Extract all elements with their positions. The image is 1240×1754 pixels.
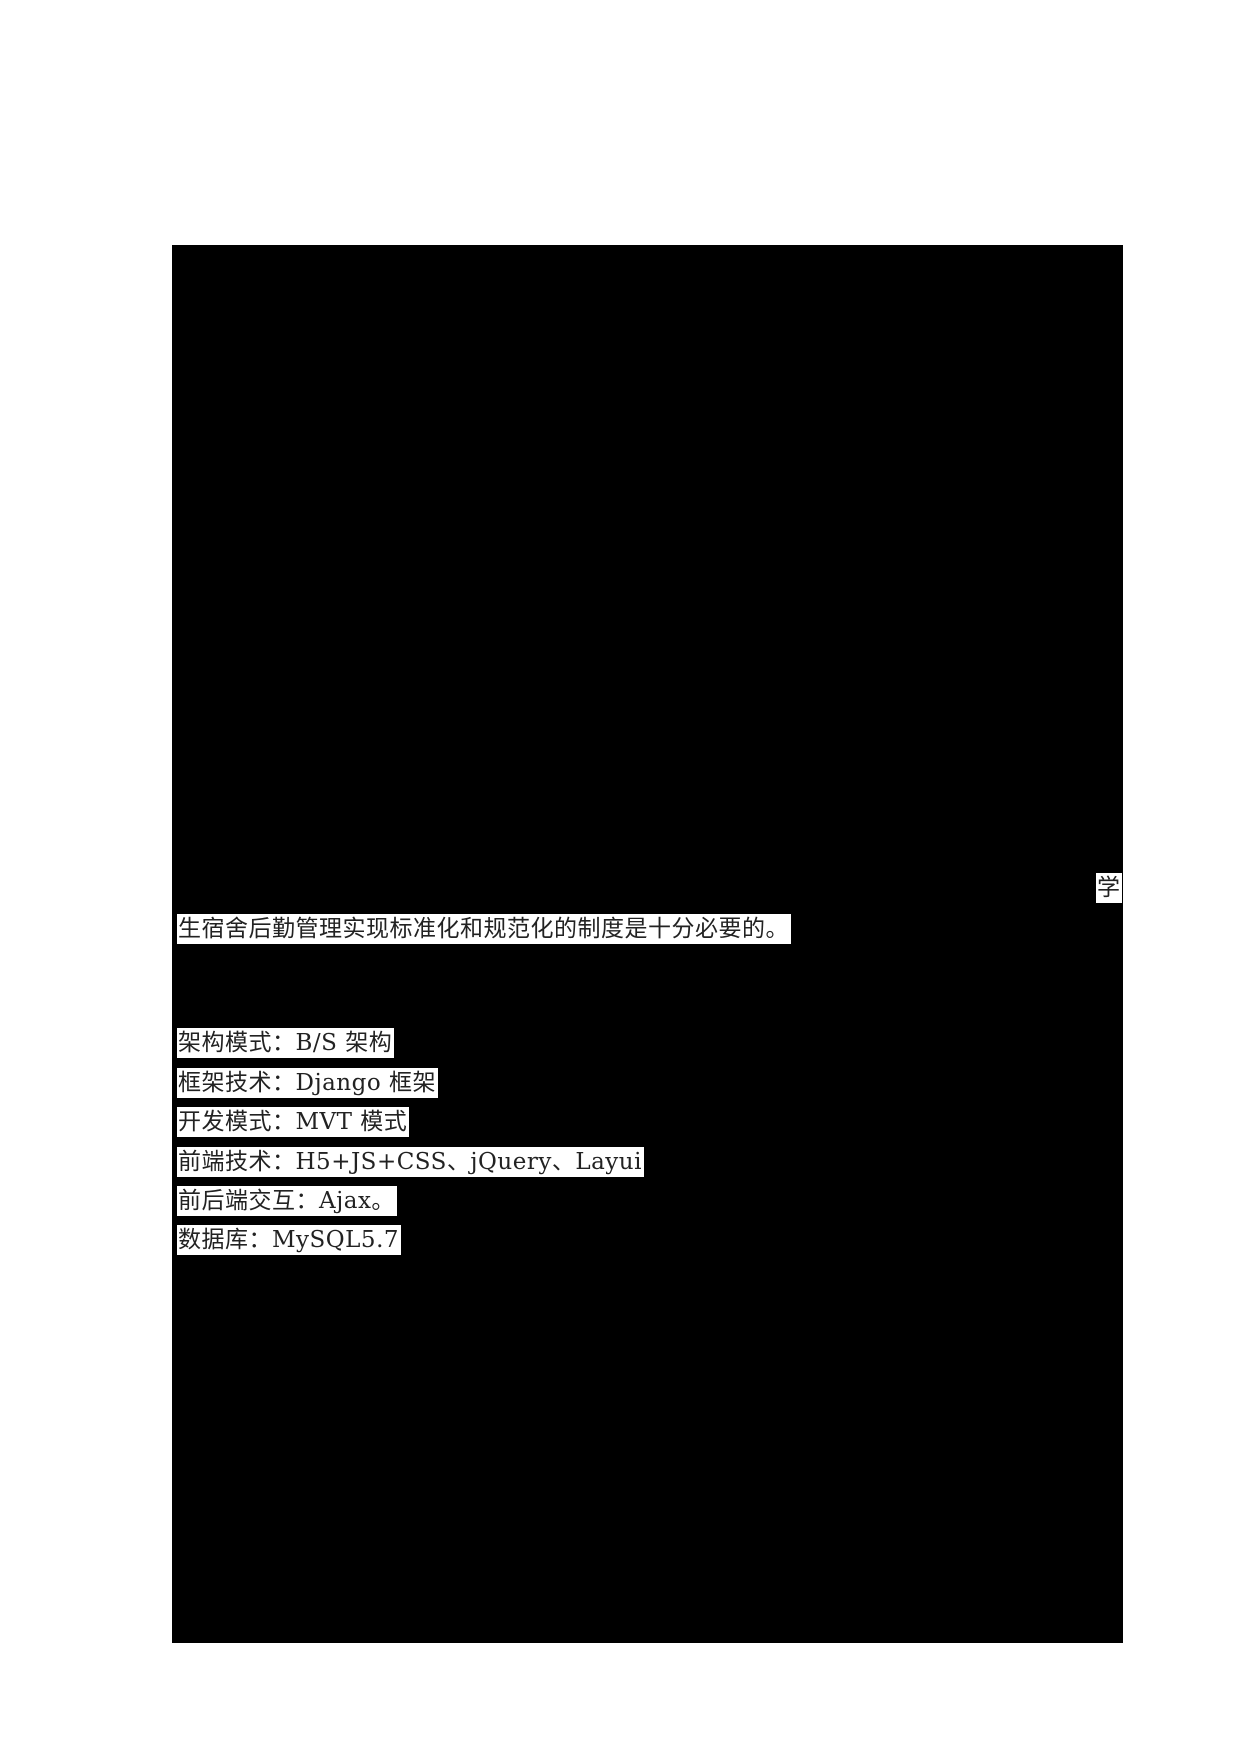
tech-stack-framework: 框架技术：Django 框架: [177, 1068, 438, 1098]
tech-stack-architecture: 架构模式：B/S 架构: [177, 1028, 395, 1058]
tech-stack-interaction: 前后端交互：Ajax。: [177, 1186, 397, 1216]
redacted-block: [172, 245, 1123, 1643]
paragraph-line-end-fragment: 学: [1096, 873, 1122, 903]
tech-stack-dev-pattern: 开发模式：MVT 模式: [177, 1107, 410, 1137]
paragraph-continuation-line: 生宿舍后勤管理实现标准化和规范化的制度是十分必要的。: [177, 914, 791, 944]
tech-stack-database: 数据库：MySQL5.7: [177, 1225, 402, 1255]
tech-stack-frontend: 前端技术：H5+JS+CSS、jQuery、Layui: [177, 1147, 644, 1177]
